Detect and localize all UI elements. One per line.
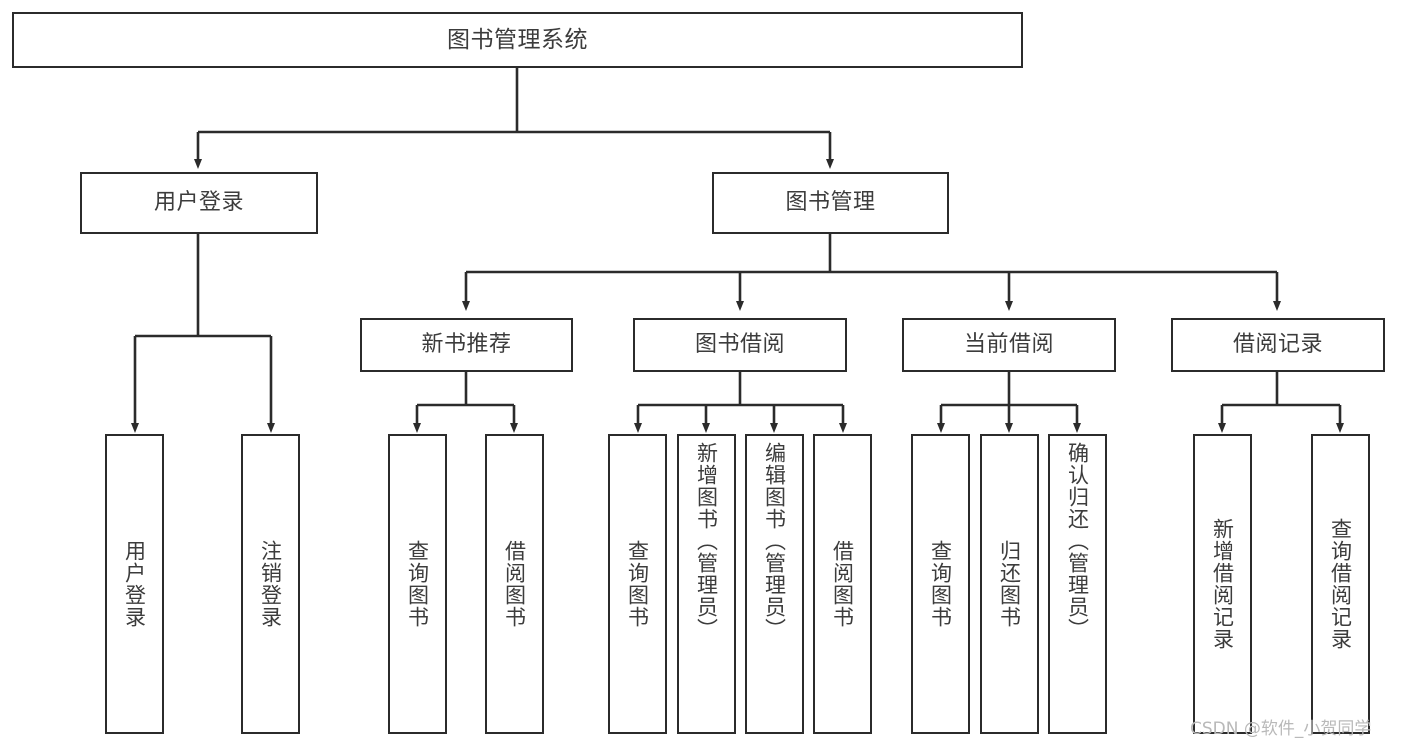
node-leaf-logout-login[interactable]: 注销登录 xyxy=(241,434,300,734)
node-label: 图书借阅 xyxy=(694,332,785,357)
node-leaf-borrow-book-1[interactable]: 借阅图书 xyxy=(485,434,544,734)
node-label: 确认归还（管理员） xyxy=(1065,442,1090,640)
node-label: 用户登录 xyxy=(122,540,147,628)
node-root-book-management-system[interactable]: 图书管理系统 xyxy=(12,12,1023,68)
node-leaf-query-book-3[interactable]: 查询图书 xyxy=(911,434,970,734)
node-label: 查询图书 xyxy=(625,540,650,628)
node-label: 图书管理 xyxy=(785,190,876,215)
node-borrow-record[interactable]: 借阅记录 xyxy=(1171,318,1385,372)
node-label: 新书推荐 xyxy=(421,332,512,357)
node-label: 当前借阅 xyxy=(963,332,1054,357)
node-leaf-confirm-return[interactable]: 确认归还（管理员） xyxy=(1048,434,1107,734)
node-label: 用户登录 xyxy=(153,190,244,215)
node-leaf-query-record[interactable]: 查询借阅记录 xyxy=(1311,434,1370,734)
node-label: 注销登录 xyxy=(258,540,283,628)
node-label: 借阅记录 xyxy=(1232,332,1323,357)
node-label: 借阅图书 xyxy=(830,540,855,628)
node-leaf-user-login[interactable]: 用户登录 xyxy=(105,434,164,734)
node-label: 查询借阅记录 xyxy=(1328,518,1353,650)
node-leaf-edit-book[interactable]: 编辑图书（管理员） xyxy=(745,434,804,734)
node-user-login[interactable]: 用户登录 xyxy=(80,172,318,234)
node-label: 编辑图书（管理员） xyxy=(762,442,787,640)
node-label: 归还图书 xyxy=(997,540,1022,628)
node-new-book-recommend[interactable]: 新书推荐 xyxy=(360,318,573,372)
node-label: 图书管理系统 xyxy=(447,26,588,53)
node-leaf-add-record[interactable]: 新增借阅记录 xyxy=(1193,434,1252,734)
node-leaf-return-book[interactable]: 归还图书 xyxy=(980,434,1039,734)
node-label: 查询图书 xyxy=(405,540,430,628)
node-label: 借阅图书 xyxy=(502,540,527,628)
node-book-borrow[interactable]: 图书借阅 xyxy=(633,318,847,372)
node-label: 新增借阅记录 xyxy=(1210,518,1235,650)
node-current-borrow[interactable]: 当前借阅 xyxy=(902,318,1116,372)
node-leaf-borrow-book-2[interactable]: 借阅图书 xyxy=(813,434,872,734)
node-label: 新增图书（管理员） xyxy=(694,442,719,640)
node-leaf-add-book[interactable]: 新增图书（管理员） xyxy=(677,434,736,734)
node-leaf-query-book-2[interactable]: 查询图书 xyxy=(608,434,667,734)
node-label: 查询图书 xyxy=(928,540,953,628)
node-leaf-query-book-1[interactable]: 查询图书 xyxy=(388,434,447,734)
node-book-manage[interactable]: 图书管理 xyxy=(712,172,949,234)
